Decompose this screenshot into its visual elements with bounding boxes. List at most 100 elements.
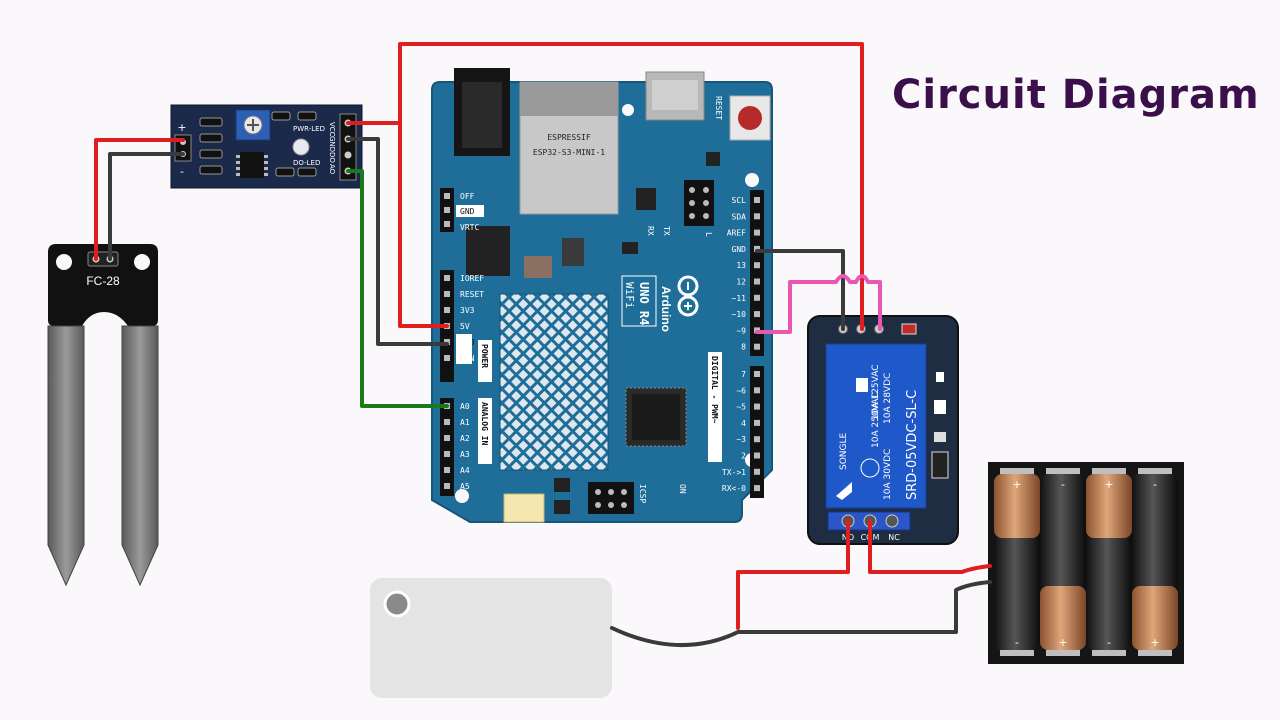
digital-top-pin [754,278,760,285]
power-header-label-box [478,340,492,382]
pump-indicator-icon [383,590,411,618]
sensor-output-header [339,113,357,181]
smd-component [554,500,570,514]
battery-contact-top [1046,468,1080,474]
digital-bottom-pin-label: ~5 [736,403,746,412]
battery-cell-band [1132,586,1178,650]
digital-bottom-pin [754,468,760,475]
mounting-hole [455,489,469,503]
smd-resistor [199,133,223,143]
analog-pin [444,483,450,489]
battery-cell-band [1086,474,1132,538]
probe-hole-right [134,254,150,270]
probe-head [48,244,158,326]
digital-top-pin-label: ~10 [732,310,747,319]
mounting-hole [745,173,759,187]
digital-top-pin [754,294,760,301]
esp-model: ESP32-S3-MINI-1 [533,148,605,157]
digital-top-pin [754,213,760,220]
relay-module: 10A 250VAC 10A 125VAC 10A 30VDC 10A 28VD… [807,315,959,545]
do-led-label: DO-LED [293,159,320,167]
smd-component [466,226,510,276]
digital-top-pin-label: 8 [741,343,746,352]
smd-component [934,432,946,442]
digital-header-top [750,190,764,356]
smd-resistor [275,167,295,177]
analog-pin-label: A4 [460,466,470,475]
analog-pin [444,419,450,425]
power-header-label: POWER [480,344,489,368]
power-pin [444,307,450,313]
power-pin [444,291,450,297]
digital-bottom-pin [754,371,760,377]
power-pin [444,275,450,281]
digital-header-bottom [750,366,764,498]
battery-terminal-bottom-label: + [1058,636,1067,649]
wire-relay-gnd [755,249,845,331]
wire-signal-pink [755,274,882,334]
digital-bottom-pin-label: RX<-0 [722,484,746,493]
digital-top-pin [754,197,760,203]
page-title: Circuit Diagram [892,72,1260,118]
analog-pin-label: A1 [460,418,470,427]
smd-resistor [199,117,223,127]
digital-bottom-pin [754,403,760,410]
digital-bottom-pin [754,485,760,492]
on-label: ON [678,484,687,494]
battery-contact-bottom [1046,650,1080,656]
wire-ao-green [346,169,449,408]
gnd-highlight [456,205,484,217]
digital-bottom-pin-label: ~6 [736,386,746,395]
analog-pin-label: A3 [460,450,470,459]
main-mcu-core [632,394,680,440]
power-connector [503,493,545,523]
battery-contact-top [1138,468,1172,474]
digital-top-pin-label: 12 [736,278,746,287]
ic-pins [236,155,268,176]
analog-pin-label: A0 [460,402,470,411]
battery-cells: +--++--+ [994,468,1178,656]
sensor-pin-gnd-label: GND [328,136,336,152]
top-pin-gnd-label: GND [460,207,475,216]
relay-rating-5: 10A 125VAC [871,364,881,420]
pump-body [370,578,612,698]
power-gnd-box [456,334,472,364]
digital-top-pin-label: ~11 [732,294,747,303]
relay-rating-4: 10A 28VDC [883,373,893,424]
terminal-nc [885,514,899,528]
digital-top-pin [754,311,760,318]
digital-top-pin-label: SDA [732,212,747,221]
sensor-module: + - PWR-LED DO-LED VCC GND DO AO [170,104,363,189]
icsp-header-top [684,180,714,226]
tx-label: TX [662,226,671,236]
barrel-jack-inner [462,82,502,148]
smd-resistor [297,111,317,121]
mounting-hole [622,104,634,116]
smd-component [554,478,570,492]
relay-brand: SONGLE [839,432,849,470]
sensor-pin-do-label: DO [328,152,336,163]
digital-bottom-pin-label: TX->1 [722,468,746,477]
digital-bottom-pin-label: ~3 [736,435,746,444]
reset-button-cap[interactable] [738,106,762,130]
arduino-logo-icon [677,275,699,317]
probe-hole-left [56,254,72,270]
flyback-diode [931,451,949,479]
battery-terminal-top-label: + [1104,478,1113,491]
relay-rating-1: 10A 250VAC [871,392,881,448]
power-pin-label: 3V3 [460,306,475,315]
battery-cell-band [1040,586,1086,650]
board-name: UNO R4 [637,282,651,325]
top-pin-off-label: OFF [460,192,475,201]
battery-terminal-bottom-label: - [1015,636,1019,649]
digital-bottom-pin-label: 7 [741,370,746,379]
digital-bottom-pin [754,436,760,443]
board-sub: WiFi [623,282,636,309]
battery-terminal-bottom-label: - [1107,636,1111,649]
analog-header-label-box [478,398,492,464]
reset-label: RESET [714,96,723,120]
smd-component [562,238,584,266]
